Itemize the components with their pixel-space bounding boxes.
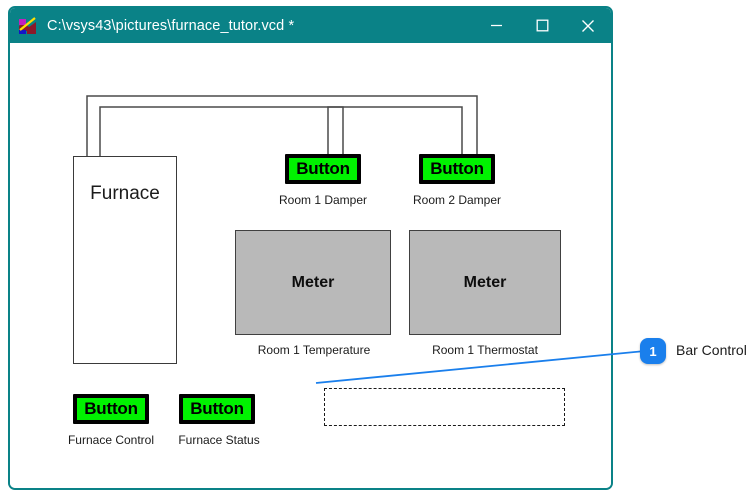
caption-furnace-status: Furnace Status bbox=[178, 433, 260, 447]
meter-room1-thermostat-label: Meter bbox=[463, 273, 507, 291]
caption-room1-temperature: Room 1 Temperature bbox=[257, 343, 371, 357]
vsys-app-icon bbox=[17, 15, 38, 36]
button-furnace-status-label: Button bbox=[183, 398, 251, 420]
window-title: C:\vsys43\pictures\furnace_tutor.vcd * bbox=[47, 17, 295, 34]
caption-furnace-control: Furnace Control bbox=[67, 433, 155, 447]
minimize-button[interactable] bbox=[473, 8, 519, 43]
meter-room1-thermostat[interactable]: Meter bbox=[409, 230, 561, 335]
meter-room1-temperature-label: Meter bbox=[291, 273, 335, 291]
button-furnace-status[interactable]: Button bbox=[179, 394, 255, 424]
furnace-block[interactable]: Furnace bbox=[73, 156, 177, 364]
close-button[interactable] bbox=[565, 8, 611, 43]
button-room2-damper[interactable]: Button bbox=[419, 154, 495, 184]
button-room1-damper[interactable]: Button bbox=[285, 154, 361, 184]
button-room1-damper-label: Button bbox=[289, 158, 357, 180]
meter-room1-temperature[interactable]: Meter bbox=[235, 230, 391, 335]
diagram-canvas[interactable]: Furnace Button Room 1 Damper Button Room… bbox=[10, 43, 611, 488]
caption-room1-damper: Room 1 Damper bbox=[278, 193, 368, 207]
button-furnace-control[interactable]: Button bbox=[73, 394, 149, 424]
maximize-button[interactable] bbox=[519, 8, 565, 43]
furnace-block-label: Furnace bbox=[90, 183, 160, 204]
callout-badge-1[interactable]: 1 bbox=[640, 338, 666, 364]
application-window: C:\vsys43\pictures\furnace_tutor.vcd * bbox=[8, 6, 613, 490]
caption-room1-thermostat: Room 1 Thermostat bbox=[432, 343, 538, 357]
callout-label-1: Bar Control bbox=[676, 342, 747, 358]
caption-room2-damper: Room 2 Damper bbox=[412, 193, 502, 207]
bar-control-widget[interactable] bbox=[324, 388, 565, 426]
title-bar[interactable]: C:\vsys43\pictures\furnace_tutor.vcd * bbox=[10, 8, 611, 43]
button-furnace-control-label: Button bbox=[77, 398, 145, 420]
button-room2-damper-label: Button bbox=[423, 158, 491, 180]
